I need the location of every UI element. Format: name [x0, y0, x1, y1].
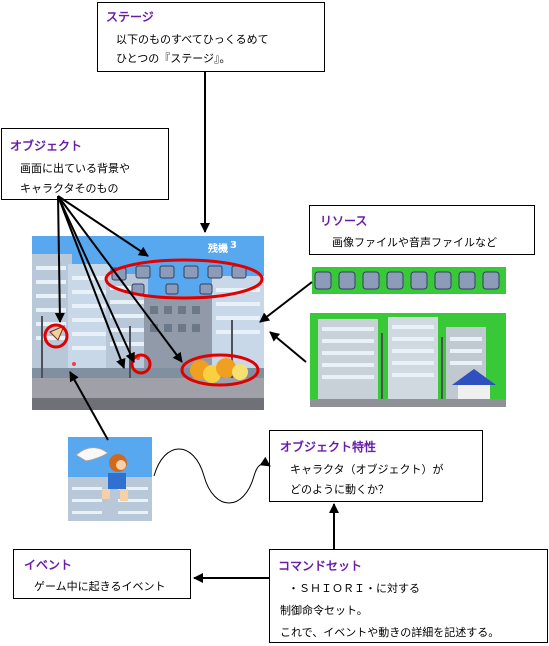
resource-title: リソース: [320, 214, 368, 228]
resource-line-1: 画像ファイルや音声ファイルなど: [332, 236, 497, 249]
arrow-object-to-barrels-low: [57, 195, 183, 363]
stage-title: ステージ: [106, 10, 154, 24]
object-line-2: キャラクタそのもの: [20, 182, 119, 195]
command-set-line-2: 制御命令セット。: [280, 604, 368, 617]
object-props-title: オブジェクト特性: [280, 440, 377, 454]
object-line-1: 画面に出ている背景や: [20, 162, 130, 175]
arrow-object-to-player: [54, 195, 65, 323]
command-set-line-3: これで、イベントや動きの詳細を記述する。: [280, 626, 500, 639]
object-title: オブジェクト: [10, 139, 83, 153]
arrow-object-to-explosion: [57, 195, 126, 369]
object-props-line-1: キャラクタ（オブジェクト）が: [290, 463, 444, 476]
lives-label: 残機: [208, 244, 228, 255]
stage-box: ステージ 以下のものすべてひっくるめて ひとつの『ステージ』。: [97, 2, 325, 72]
command-set-box: コマンドセット ・ＳＨＩＯＲＩ・に対する 制御命令セット。 これで、イベントや動…: [269, 549, 548, 643]
resource-sprite-art: [312, 267, 506, 294]
resource-sprite-strip: [312, 267, 506, 294]
character-sprite-art: [68, 437, 152, 521]
arrow-resource-sprites: [259, 281, 313, 323]
event-box: イベント ゲーム中に起きるイベント: [13, 549, 191, 599]
stage-line-1: 以下のものすべてひっくるめて: [116, 33, 269, 46]
object-props-line-2: どのように動くか？: [290, 483, 389, 496]
resource-box: リソース 画像ファイルや音声ファイルなど: [309, 205, 535, 255]
resource-background-image: [310, 313, 506, 407]
arrow-object-to-bullet: [57, 195, 135, 363]
lives-value: 3: [230, 240, 237, 251]
arrow-resource-background: [269, 331, 307, 363]
arrow-character-to-player: [69, 371, 109, 441]
object-box: オブジェクト 画面に出ている背景や キャラクタそのもの: [1, 128, 169, 200]
wave-link: [153, 448, 271, 504]
stage-line-2: ひとつの『ステージ』。: [116, 52, 231, 65]
character-sprite: [68, 437, 152, 521]
resource-background-art: [310, 313, 506, 407]
arrow-object-to-barrels: [57, 195, 149, 257]
command-set-line-1: ・ＳＨＩＯＲＩ・に対する: [288, 582, 420, 595]
object-props-box: オブジェクト特性 キャラクタ（オブジェクト）が どのように動くか？: [269, 430, 483, 502]
event-line-1: ゲーム中に起きるイベント: [34, 580, 166, 593]
event-title: イベント: [24, 558, 73, 572]
command-set-title: コマンドセット: [278, 559, 363, 573]
